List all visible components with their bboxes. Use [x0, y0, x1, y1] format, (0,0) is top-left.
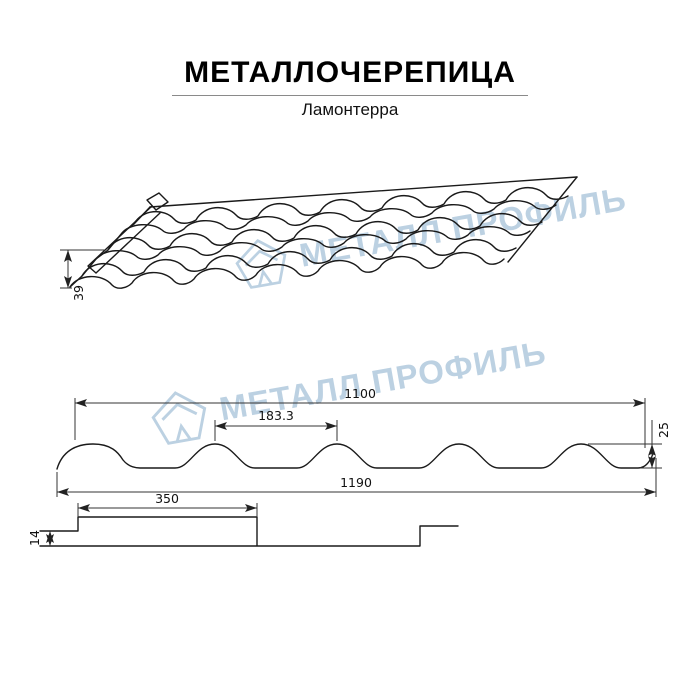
dim-label-1100: 1100: [344, 386, 376, 401]
title-divider: [172, 95, 528, 96]
dim-extension-lines: [588, 420, 662, 469]
overlap-profile-lines: [39, 516, 459, 547]
tile-row-step: [121, 200, 557, 234]
dim-extension-lines: [74, 398, 646, 448]
dim-label-1190: 1190: [340, 475, 372, 490]
profile-cross-section: 1100 183.3 25 1190: [56, 386, 671, 497]
dim-label-183: 183.3: [258, 408, 294, 423]
overlap-section: 350 14: [27, 491, 459, 547]
edge-flange-cap: [146, 192, 169, 211]
tile-row-ridge: [133, 187, 569, 225]
tile-row-ridge: [107, 213, 543, 251]
profile-line: [56, 443, 654, 470]
page-subtitle: Ламонтерра: [301, 100, 399, 119]
dim-label-39: 39: [71, 285, 86, 301]
sheet-right-edge: [507, 176, 578, 263]
sheet-top-edge: [149, 176, 578, 208]
dim-label-25: 25: [656, 422, 671, 438]
page-title: МЕТАЛЛОЧЕРЕПИЦА: [184, 56, 516, 89]
edge-flange-strip: [87, 205, 161, 274]
tile-row-step: [95, 226, 531, 260]
dim-label-350: 350: [155, 491, 179, 506]
sheet-bottom-scalloped-edge: [69, 251, 505, 289]
perspective-roof-sheet: 39: [60, 176, 578, 301]
dim-label-14: 14: [27, 530, 42, 546]
tile-row-ridge: [81, 239, 517, 277]
dim-extension-lines: [214, 420, 338, 441]
